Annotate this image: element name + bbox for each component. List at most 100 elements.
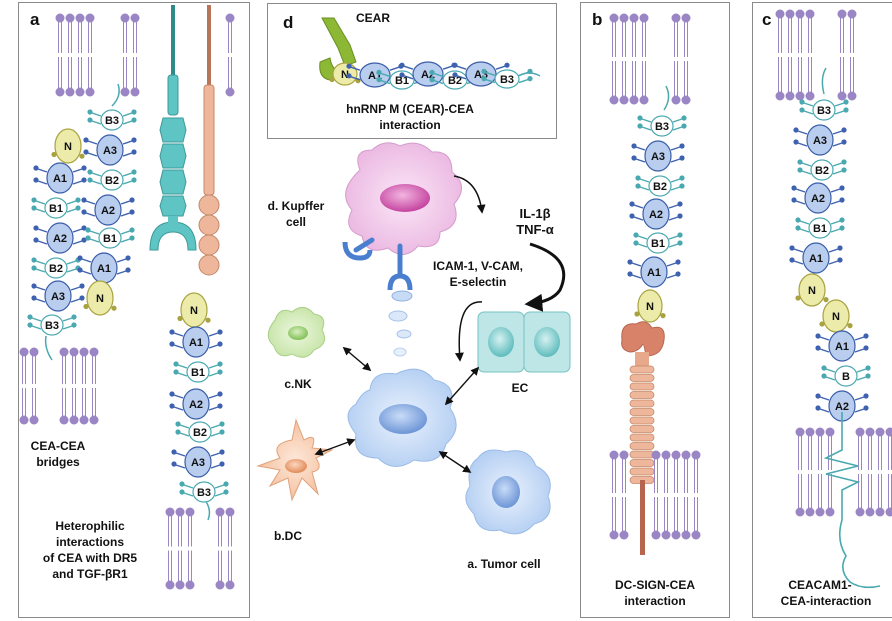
cea-domain-b1: B1 — [173, 361, 223, 383]
cea-domain-b2: B2 — [87, 169, 137, 191]
panel-d-caption-line2: interaction — [379, 118, 440, 132]
panel-c-letter: c — [762, 10, 771, 29]
svg-text:N: N — [832, 311, 840, 323]
membrane-a-top-right — [225, 13, 235, 97]
cea-domain-n: N — [795, 273, 829, 307]
dendritic-cell — [256, 418, 334, 502]
svg-text:A1: A1 — [809, 253, 823, 265]
membrane-a-bot-right — [215, 507, 235, 590]
svg-text:A3: A3 — [813, 135, 827, 147]
panel-a-letter: a — [30, 10, 40, 29]
cea-domain-b1: B1 — [633, 232, 683, 254]
membrane-b-bot-right — [651, 450, 701, 540]
membrane-a-mid-mid — [59, 347, 99, 425]
cea-domain-a3: A3 — [793, 124, 847, 156]
svg-text:A2: A2 — [811, 193, 825, 205]
cea-domain-a3: A3 — [31, 280, 85, 312]
svg-text:B3: B3 — [817, 105, 831, 117]
cea-domain-a2: A2 — [629, 198, 683, 230]
svg-text:A1: A1 — [97, 263, 111, 275]
cea-domain-b1: B1 — [795, 217, 845, 239]
cea-domain-n: N — [51, 128, 85, 164]
ceacam1-tail — [823, 412, 881, 589]
cea-domain-b2: B2 — [635, 175, 685, 197]
svg-text:B2: B2 — [653, 181, 667, 193]
dc-tumor-arrow — [314, 438, 356, 456]
svg-text:N: N — [808, 285, 816, 297]
svg-text:A3: A3 — [191, 457, 205, 469]
svg-text:B2: B2 — [193, 427, 207, 439]
cea-domain-a2: A2 — [169, 388, 223, 420]
ec-to-tumor-arrow — [454, 301, 483, 362]
svg-text:N: N — [190, 305, 198, 317]
svg-text:B: B — [842, 371, 850, 383]
membrane-a-top-left — [55, 13, 95, 97]
cea-domain-a2: A2 — [33, 222, 87, 254]
bridge-caption-line1: CEA-CEA — [31, 439, 86, 453]
tgfbr1-receptor — [198, 5, 220, 276]
svg-text:B3: B3 — [500, 74, 514, 86]
cea-domain-a1: A1 — [169, 326, 223, 358]
panel-c-caption-line1: CEACAM1- — [788, 578, 851, 592]
cea-domain-n: N — [83, 280, 117, 316]
cell-interaction-scheme: d. Kupffer cell IL-1β TNF-α ICAM-1, V-CA… — [256, 142, 571, 571]
svg-text:N: N — [96, 293, 104, 305]
cea-domain-n: N — [177, 292, 211, 328]
svg-text:A1: A1 — [835, 341, 849, 353]
svg-text:A1: A1 — [53, 173, 67, 185]
cea-domain-b1: B1 — [85, 227, 135, 249]
membrane-c-top-right — [837, 9, 857, 101]
cea-domain-a1: A1 — [77, 252, 131, 284]
tumor-ec-arrow — [444, 366, 480, 406]
svg-text:A1: A1 — [647, 267, 661, 279]
svg-text:A1: A1 — [189, 337, 203, 349]
cea-domain-b3: B3 — [27, 314, 77, 336]
nk-tumor-arrow — [342, 346, 372, 372]
svg-text:B1: B1 — [103, 233, 117, 245]
hetero-caption-line2: interactions — [56, 535, 124, 549]
svg-text:N: N — [64, 141, 72, 153]
cea-domain-b3: B3 — [799, 99, 849, 121]
svg-text:B1: B1 — [651, 238, 665, 250]
hetero-caption-line4: and TGF-βR1 — [52, 567, 128, 581]
cea-domain-a2: A2 — [815, 390, 869, 422]
kupffer-label-line1: d. Kupffer — [268, 199, 325, 213]
membrane-a-bot-mid — [165, 507, 195, 590]
kupffer-label-line2: cell — [286, 215, 306, 229]
cea-domain-a1: A1 — [627, 256, 681, 288]
cytokine-label-line1: IL-1β — [519, 206, 550, 221]
central-tumor-cell — [347, 368, 457, 467]
dr5-receptor — [149, 5, 197, 251]
svg-text:A2: A2 — [101, 205, 115, 217]
adhesion-label-line1: ICAM-1, V-CAM, — [433, 259, 523, 273]
cea-domain-a1: A1 — [789, 242, 843, 274]
hetero-caption-line3: of CEA with DR5 — [43, 551, 138, 565]
tumor-label: a. Tumor cell — [467, 557, 540, 571]
svg-text:N: N — [646, 301, 654, 313]
bridge-caption-line2: bridges — [36, 455, 80, 469]
cea-domain-a3: A3 — [83, 134, 137, 166]
svg-text:A2: A2 — [53, 233, 67, 245]
svg-text:A3: A3 — [651, 151, 665, 163]
svg-text:A3: A3 — [51, 291, 65, 303]
svg-text:B1: B1 — [191, 367, 205, 379]
svg-text:A2: A2 — [189, 399, 203, 411]
svg-text:A2: A2 — [649, 209, 663, 221]
cea-domain-a2: A2 — [791, 182, 845, 214]
cea-domain-a3: A3 — [631, 140, 685, 172]
panel-b-caption-line1: DC-SIGN-CEA — [615, 578, 695, 592]
cea-domain-n: N — [329, 62, 361, 86]
membrane-a-top-mid — [120, 13, 140, 97]
panel-b-letter: b — [592, 10, 602, 29]
panel-b-caption-line2: interaction — [624, 594, 685, 608]
panel-d-caption-line1: hnRNP M (CEAR)-CEA — [346, 102, 474, 116]
cea-domain-a1: A1 — [815, 330, 869, 362]
svg-text:B1: B1 — [49, 203, 63, 215]
